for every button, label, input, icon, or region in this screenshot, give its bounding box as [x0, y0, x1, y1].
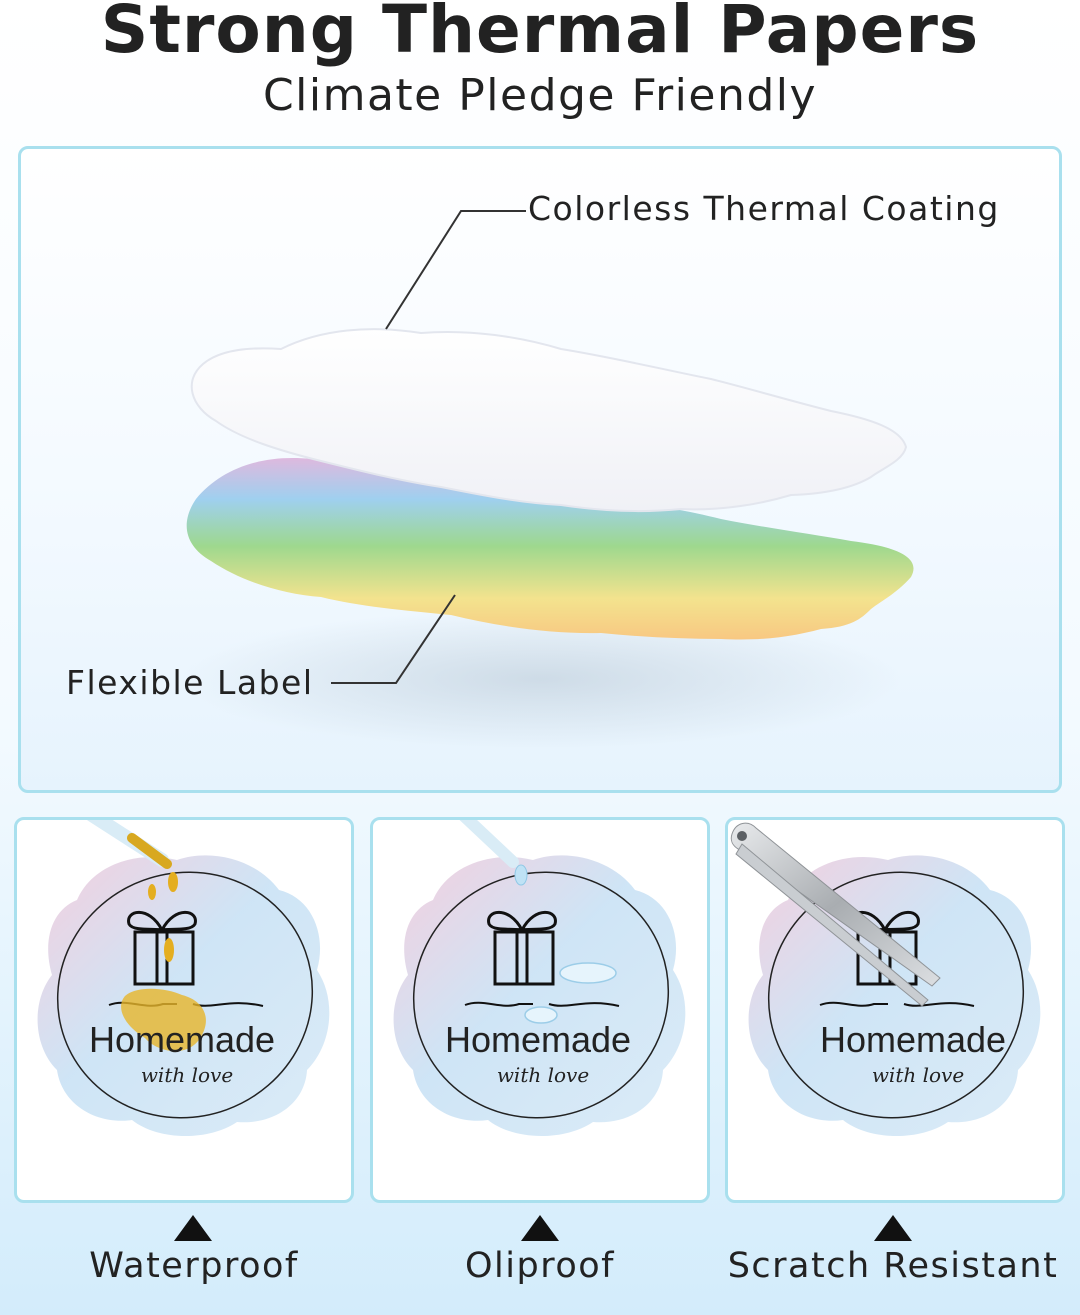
sticker-outline — [767, 871, 1025, 1119]
sticker-outline — [412, 871, 670, 1119]
oil-drop — [168, 872, 178, 892]
sticker-tagline: with love — [872, 1063, 964, 1087]
sticker-illustration: Homemade with love — [393, 820, 686, 1137]
gift-box-icon — [487, 911, 557, 986]
waterproof-card: Homemade with love — [14, 817, 354, 1203]
page-title: Strong Thermal Papers — [100, 0, 980, 68]
sticker-illustration: Homemade with love — [730, 822, 1041, 1137]
layer-diagram-panel: Colorless Thermal Coating Flexible Label — [18, 146, 1062, 793]
top-callout-line — [385, 210, 526, 330]
flexible-label-layer — [186, 452, 914, 640]
sticker-shape — [748, 855, 1041, 1137]
coating-callout-label: Colorless Thermal Coating — [528, 189, 1000, 228]
flexible-label-callout: Flexible Label — [66, 663, 314, 702]
oilproof-card: Homemade with love — [370, 817, 710, 1203]
divider-wave — [819, 1001, 975, 1007]
oilproof-label: Oliproof — [465, 1246, 615, 1286]
sticker-title: Homemade — [89, 1019, 275, 1060]
water-drop — [514, 864, 528, 886]
divider-wave — [464, 1001, 620, 1007]
sticker-illustration: Homemade with love — [37, 820, 330, 1137]
sticker-tagline: with love — [497, 1063, 589, 1087]
sticker-title: Homemade — [445, 1019, 631, 1060]
page-subtitle: Climate Pledge Friendly — [262, 70, 818, 121]
sticker-tagline: with love — [141, 1063, 233, 1087]
triangle-pointer-icon — [874, 1215, 912, 1241]
triangle-pointer-icon — [521, 1215, 559, 1241]
sticker-outline — [56, 871, 314, 1119]
bottom-callout-line — [331, 594, 456, 684]
sticker-title: Homemade — [820, 1019, 1006, 1060]
triangle-pointer-icon — [174, 1215, 212, 1241]
tweezers-icon — [730, 822, 941, 1007]
water-dropper-icon — [459, 820, 519, 868]
waterproof-label: Waterproof — [89, 1246, 299, 1286]
thermal-coating-layer — [190, 328, 908, 513]
layer-illustration — [181, 210, 914, 749]
scratch-resistant-card: Homemade with love — [725, 817, 1065, 1203]
label-shadow — [181, 609, 901, 749]
sticker-shape — [393, 855, 686, 1137]
oil-spill — [121, 988, 206, 1052]
scratch-resistant-label: Scratch Resistant — [727, 1246, 1059, 1286]
